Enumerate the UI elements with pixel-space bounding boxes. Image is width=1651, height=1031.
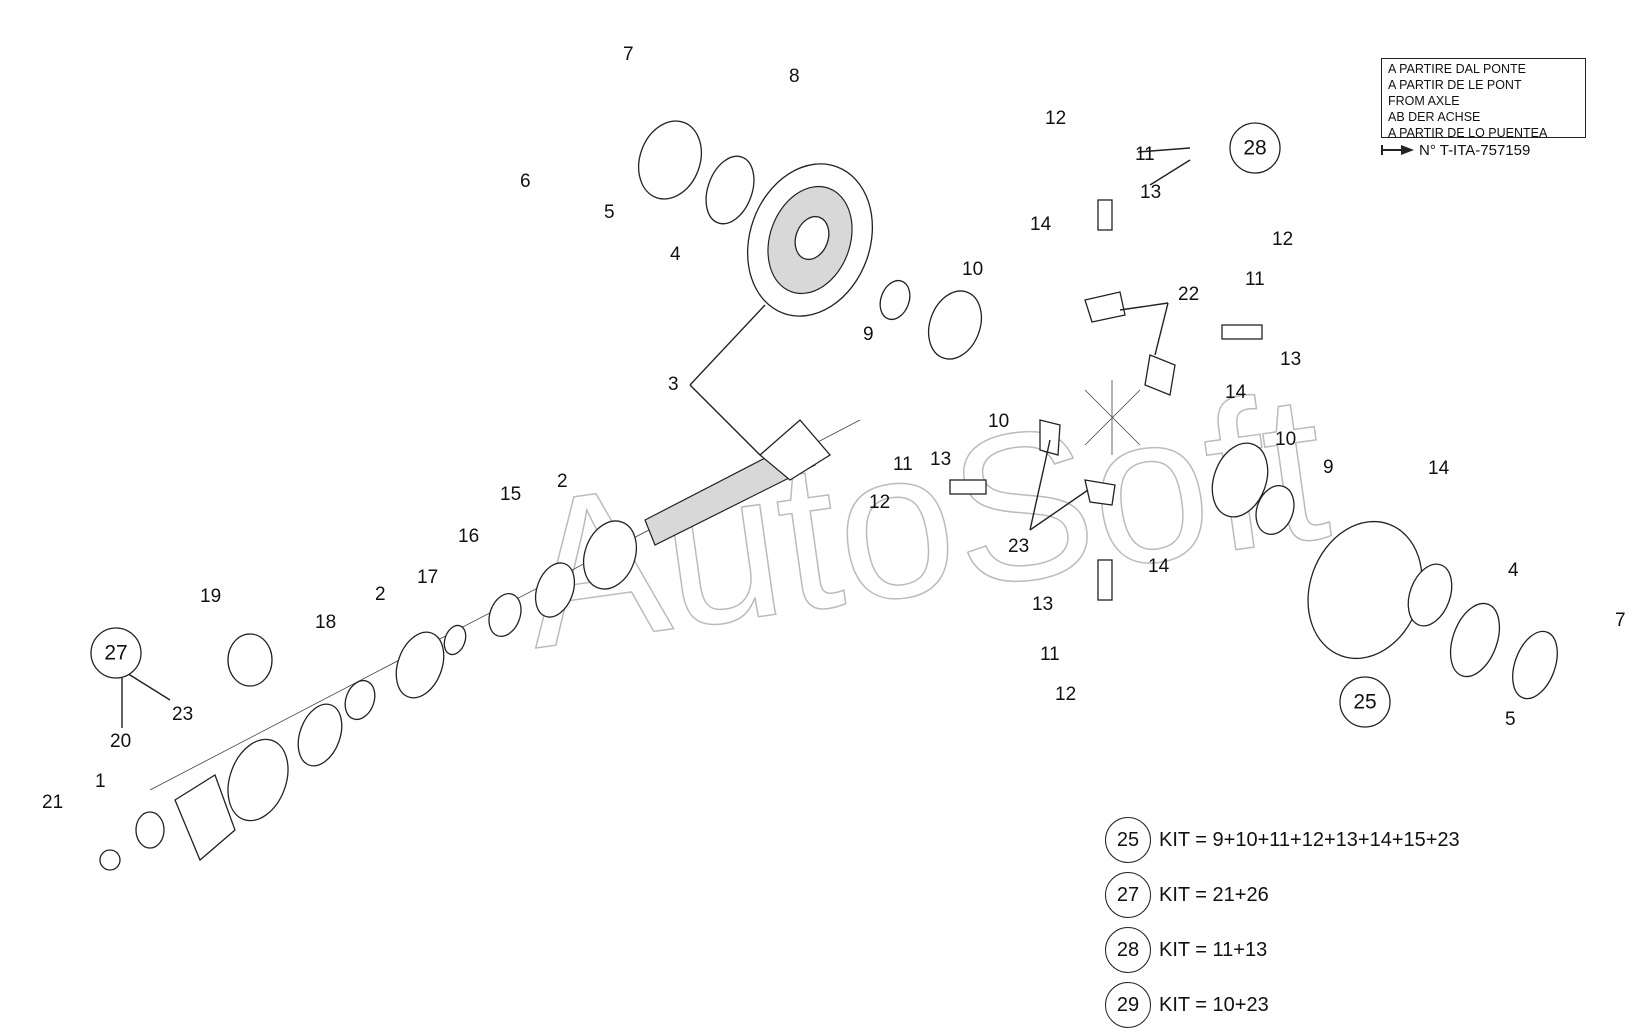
kit-number: 28	[1105, 927, 1151, 973]
kit-row: 28 KIT = 11+13	[1105, 925, 1267, 975]
callout: 17	[417, 567, 438, 588]
callout: 11	[1245, 269, 1265, 290]
pinion-shaft	[644, 419, 831, 546]
kit-marker: 28	[1243, 137, 1266, 160]
callout: 7	[1615, 610, 1626, 631]
callout: 5	[604, 202, 615, 223]
callout: 4	[1508, 560, 1519, 581]
callout: 14	[1225, 382, 1247, 403]
callout: 9	[1323, 457, 1334, 478]
kit-row: 29 KIT = 10+23	[1105, 980, 1269, 1030]
callout: 7	[623, 44, 634, 65]
kit-row: 25 KIT = 9+10+11+12+13+14+15+23	[1105, 815, 1460, 865]
kit-marker: 27	[104, 642, 127, 665]
callout: 15	[500, 484, 521, 505]
kit-number: 29	[1105, 982, 1151, 1028]
watermark: AutoSoft	[509, 348, 1339, 693]
callout: 2	[375, 584, 386, 605]
callout: 10	[1275, 429, 1296, 450]
arrow-right-icon	[1381, 145, 1414, 155]
legend-line: A PARTIR DE LE PONT	[1388, 78, 1522, 92]
callout: 4	[670, 244, 681, 265]
callout: 14	[1428, 458, 1450, 479]
legend-line: A PARTIR DE LO PUENTEA	[1388, 126, 1548, 140]
callout: 21	[42, 792, 63, 813]
serial-number: N° T-ITA-757159	[1381, 142, 1530, 159]
callout: 9	[863, 324, 874, 345]
callout: 14	[1030, 214, 1052, 235]
callout: 13	[1140, 182, 1161, 203]
callout: 11	[1040, 644, 1060, 665]
callout: 2	[557, 471, 568, 492]
axle-serial-legend: A PARTIRE DAL PONTE A PARTIR DE LE PONT …	[1381, 58, 1586, 140]
circled-kit-markers: 27 28 25	[90, 122, 1391, 728]
callout-labels: 1 2 2 3 4 4 5 5 6 7 7 8 9 9 10 10 10 11 …	[42, 44, 1626, 813]
callout: 11	[1135, 144, 1155, 165]
callout: 16	[458, 526, 479, 547]
callout: 12	[869, 492, 890, 513]
kit-number: 27	[1105, 872, 1151, 918]
ring-gear	[746, 163, 874, 317]
leader-lines	[121, 147, 1191, 728]
kit-number: 25	[1105, 817, 1151, 863]
callout: 12	[1055, 684, 1076, 705]
callout: 10	[988, 411, 1009, 432]
legend-line: A PARTIRE DAL PONTE	[1388, 62, 1527, 76]
callout: 5	[1505, 709, 1516, 730]
callout: 12	[1045, 108, 1066, 129]
callout: 1	[95, 771, 106, 792]
callout: 19	[200, 586, 221, 607]
differential-spider	[949, 199, 1263, 601]
upper-bearing-set	[638, 120, 983, 360]
kit-contents: KIT = 21+26	[1159, 883, 1269, 906]
legend-line: AB DER ACHSE	[1388, 110, 1481, 124]
legend-line: FROM AXLE	[1388, 94, 1460, 108]
callout: 11	[893, 454, 913, 475]
kit-marker: 25	[1353, 691, 1376, 714]
callout: 10	[962, 259, 983, 280]
kit-contents: KIT = 11+13	[1159, 938, 1268, 961]
callout: 14	[1148, 556, 1170, 577]
differential-case	[1211, 442, 1558, 700]
kit-contents: KIT = 10+23	[1159, 993, 1269, 1016]
callout: 18	[315, 612, 336, 633]
serial-text: N° T-ITA-757159	[1419, 142, 1531, 159]
kit-contents: KIT = 9+10+11+12+13+14+15+23	[1159, 828, 1460, 851]
callout: 22	[1178, 284, 1199, 305]
callout: 13	[1280, 349, 1301, 370]
pinion-bearings	[99, 520, 638, 871]
callout: 23	[172, 704, 193, 725]
callout: 12	[1272, 229, 1293, 250]
callout: 3	[668, 374, 679, 395]
callout: 6	[520, 171, 531, 192]
callout: 20	[110, 731, 131, 752]
callout: 13	[1032, 594, 1053, 615]
kit-row: 27 KIT = 21+26	[1105, 870, 1269, 920]
callout: 13	[930, 449, 951, 470]
callout: 8	[789, 66, 800, 87]
callout: 23	[1008, 536, 1029, 557]
